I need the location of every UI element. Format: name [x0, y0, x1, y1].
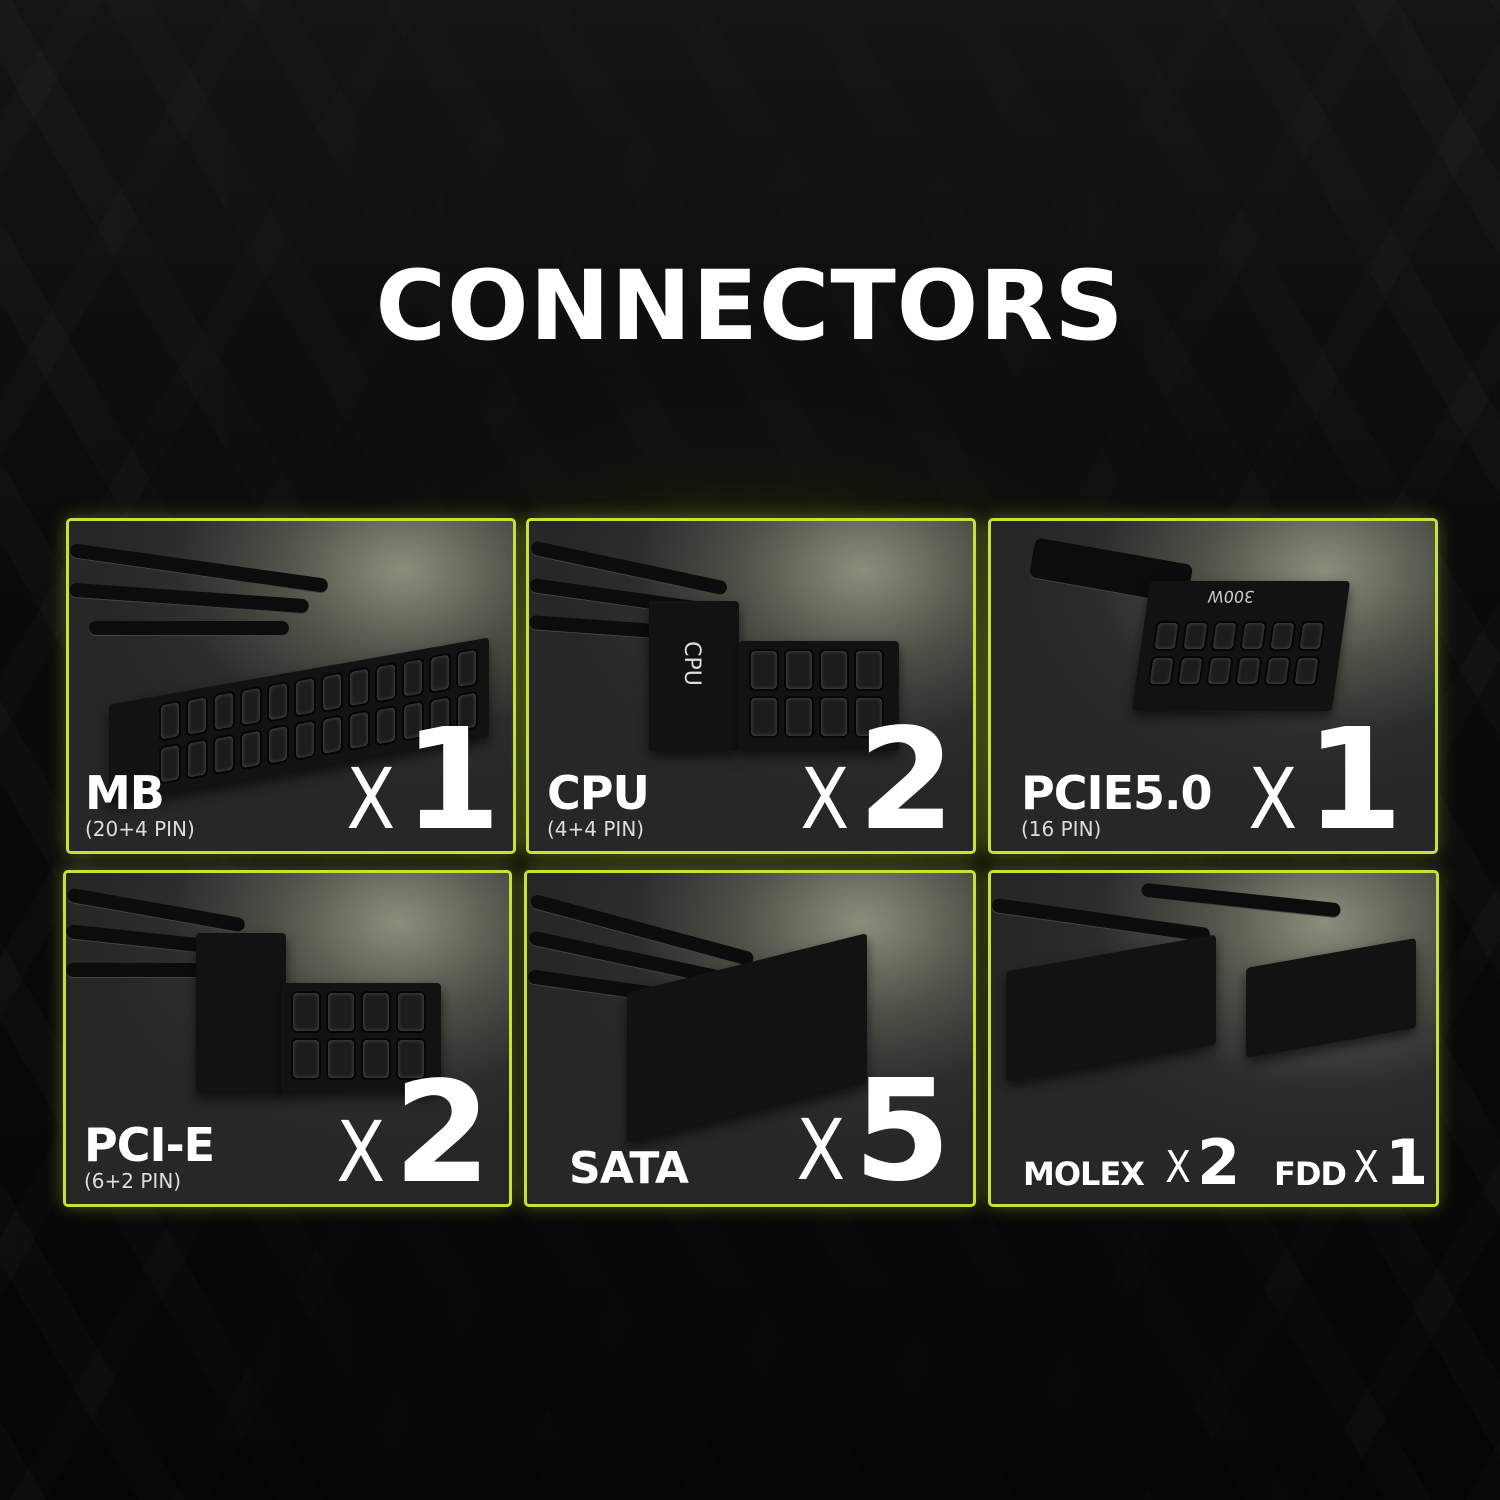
pcie-connector: [281, 983, 441, 1093]
pin-socket: [1263, 656, 1292, 686]
pin-socket: [854, 649, 884, 691]
cpu-connector-4pin: CPU: [649, 601, 739, 751]
pin-socket: [326, 991, 356, 1033]
pin-socket: [213, 690, 235, 733]
molex-label: MOLEX: [1023, 1155, 1145, 1193]
pin-socket: [291, 1038, 321, 1080]
pin-socket: [326, 1038, 356, 1080]
pin-socket: [1210, 621, 1239, 651]
pin-grid: [291, 991, 426, 1080]
fdd-label: FDD: [1274, 1155, 1347, 1193]
pin-socket: [1176, 656, 1205, 686]
cable: [66, 963, 206, 977]
pin-socket: [1239, 621, 1268, 651]
pin-socket: [321, 714, 343, 757]
pin-socket: [1268, 621, 1297, 651]
pin-socket: [1297, 621, 1326, 651]
pin-socket: [186, 738, 208, 780]
pin-socket: [396, 991, 426, 1033]
fdd-connector: [1246, 938, 1416, 1058]
pin-socket: [819, 696, 849, 738]
pin-socket: [854, 696, 884, 738]
pin-socket: [784, 649, 814, 691]
pin-socket: [159, 699, 181, 742]
cable: [991, 897, 1211, 943]
pin-socket: [240, 685, 262, 728]
pin-grid: [1147, 621, 1326, 686]
pin-socket: [267, 680, 289, 723]
pin-socket: [375, 661, 397, 704]
connector-name: SATA: [569, 1143, 689, 1194]
connector-name: MB: [85, 766, 165, 820]
pin-socket: [294, 676, 316, 718]
pin-socket: [267, 723, 289, 766]
pcie-connector-2pin: [196, 933, 286, 1093]
pin-socket: [1152, 621, 1181, 651]
pcie5-connector: 300W: [1131, 581, 1351, 711]
pin-socket: [1292, 656, 1321, 686]
molex-connector: [1006, 934, 1216, 1082]
pin-socket: [291, 991, 321, 1033]
connector-spec: (4+4 PIN): [547, 817, 645, 841]
pin-socket: [749, 696, 779, 738]
pin-socket: [456, 647, 478, 690]
cpu-connector: [739, 641, 899, 751]
pin-socket: [240, 728, 262, 771]
connector-spec: (20+4 PIN): [85, 817, 195, 841]
page-title: CONNECTORS: [375, 250, 1125, 362]
cable: [1140, 882, 1342, 918]
pin-socket: [1181, 621, 1210, 651]
pin-socket: [396, 1038, 426, 1080]
pin-socket: [429, 652, 451, 695]
pin-socket: [749, 649, 779, 691]
pin-socket: [213, 733, 235, 776]
pin-socket: [402, 656, 424, 699]
cable: [69, 582, 310, 614]
connector-name: PCI-E: [84, 1118, 215, 1172]
cable: [66, 887, 246, 933]
connector-name: PCIE5.0: [1021, 766, 1212, 820]
pin-socket: [784, 696, 814, 738]
pin-socket: [186, 695, 208, 737]
connector-spec: (16 PIN): [1021, 817, 1102, 841]
connector-name: CPU: [547, 766, 650, 820]
cable: [89, 621, 289, 635]
pin-socket: [819, 649, 849, 691]
pin-grid: [749, 649, 884, 738]
pin-socket: [361, 991, 391, 1033]
connector-spec: (6+2 PIN): [84, 1169, 182, 1193]
pin-socket: [1205, 656, 1234, 686]
pin-socket: [321, 671, 343, 714]
pin-socket: [294, 719, 316, 761]
pin-socket: [1147, 656, 1176, 686]
pin-socket: [361, 1038, 391, 1080]
pin-socket: [1234, 656, 1263, 686]
pin-socket: [348, 666, 370, 709]
